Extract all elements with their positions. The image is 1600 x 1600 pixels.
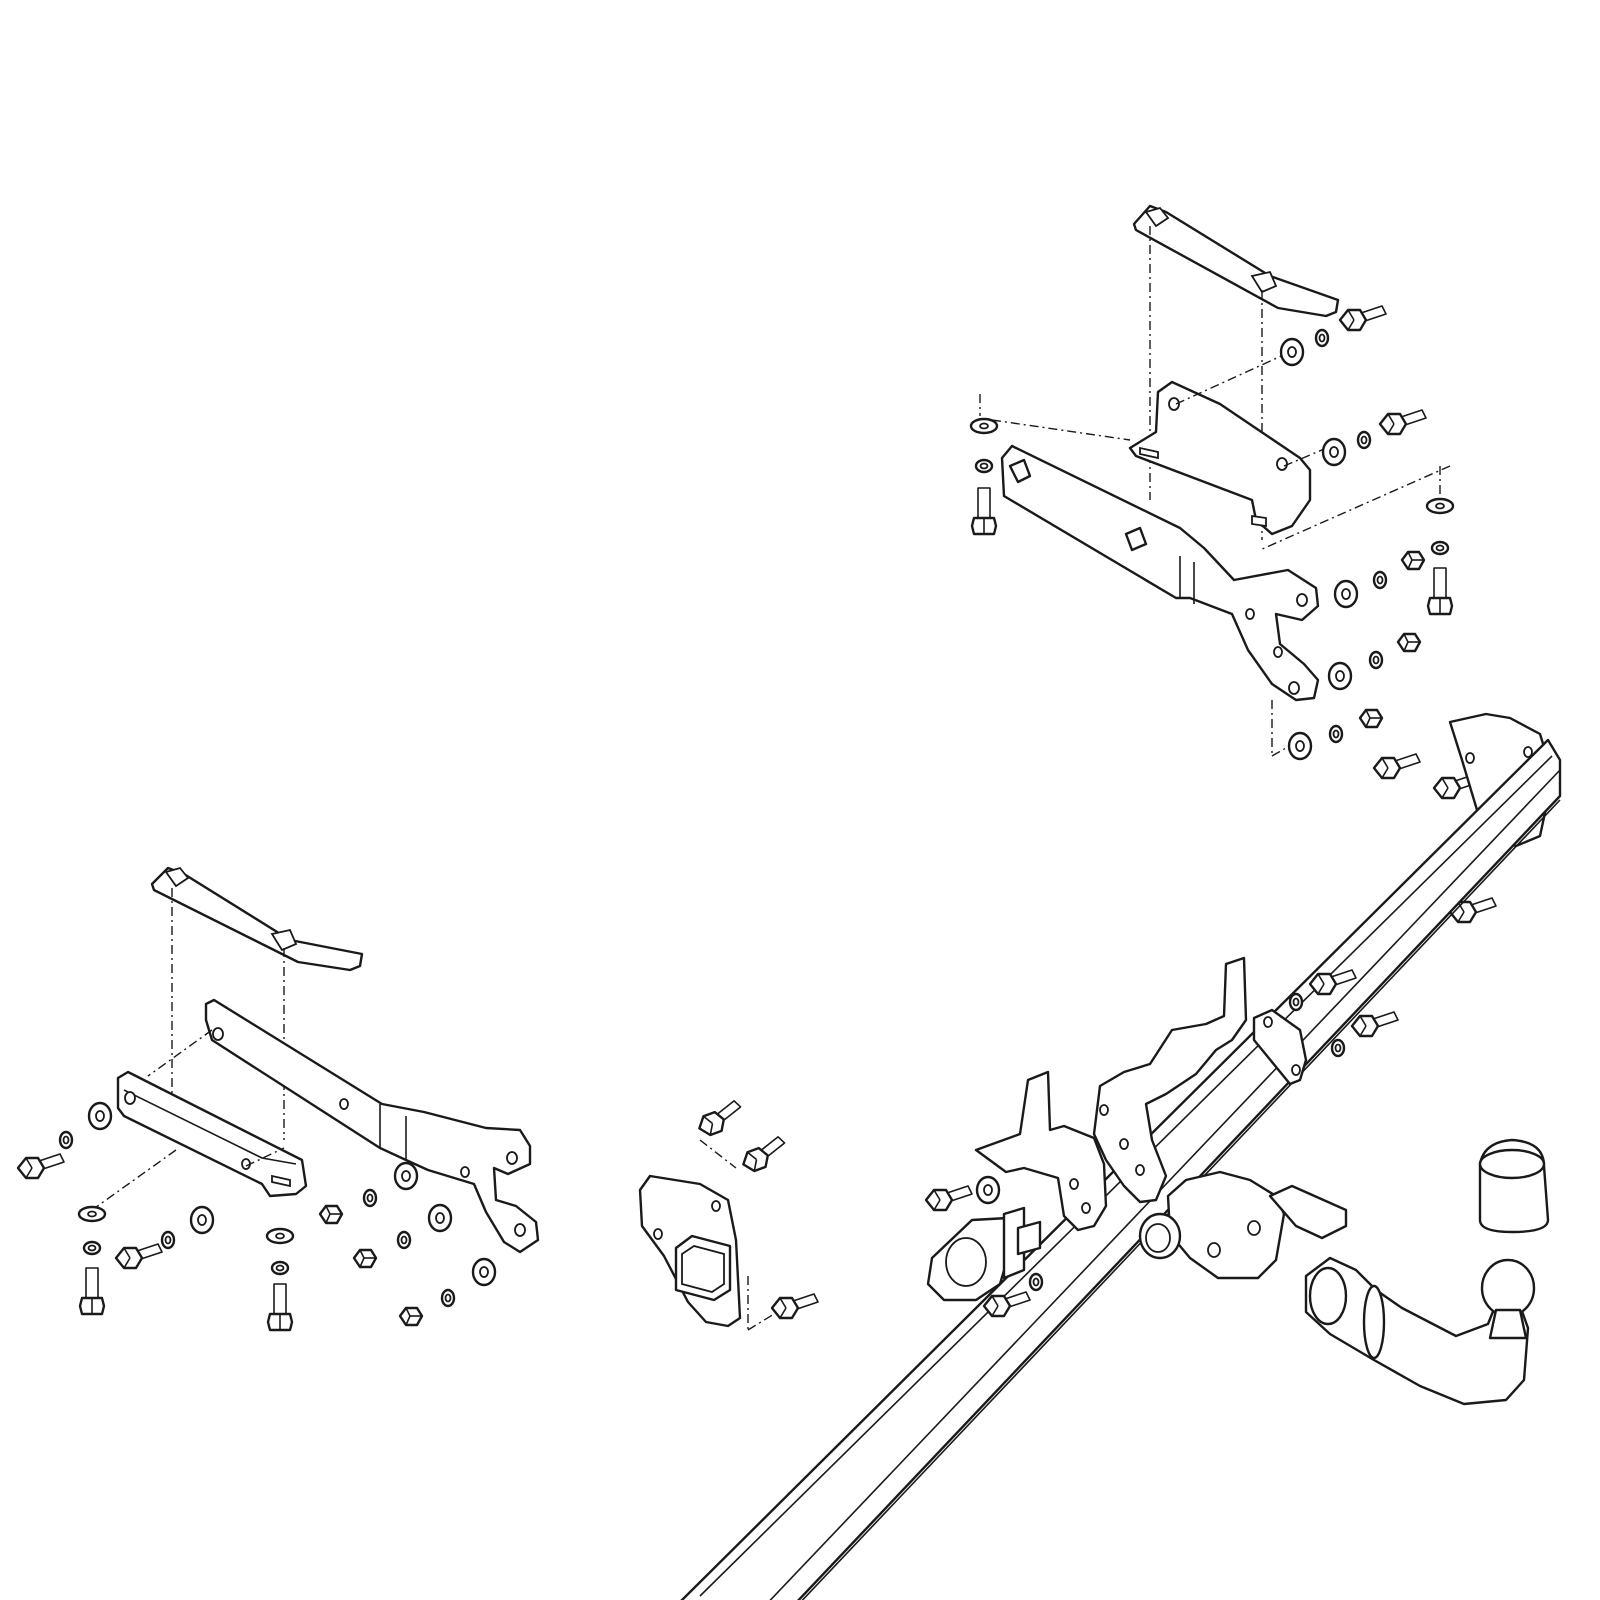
- right-upper-strap: [1132, 204, 1340, 318]
- left-side-plate: [204, 998, 540, 1254]
- crossbar-center-bracket-right: [1092, 956, 1248, 1204]
- left-upper-strap: [150, 866, 364, 972]
- electrical-module: [1166, 1170, 1286, 1280]
- rear-crossbar-assembly: [638, 712, 1562, 1600]
- crossbar-center-bracket-left: [974, 1070, 1108, 1232]
- right-side-bracket-assembly: [969, 204, 1498, 924]
- right-side-plate: [1000, 444, 1320, 702]
- left-side-bracket-assembly: [16, 866, 540, 1332]
- tow-ball: [1480, 1258, 1536, 1318]
- right-angle-bracket: [1128, 380, 1312, 536]
